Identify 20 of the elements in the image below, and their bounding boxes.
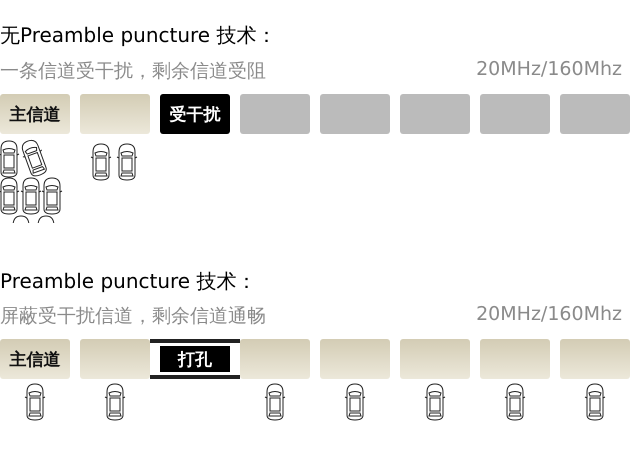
blocked-channel-block: [560, 94, 630, 134]
description-text: 屏蔽受干扰信道，剩余信道通畅: [0, 304, 266, 329]
punctured-channel-block: 打孔: [150, 339, 240, 379]
channel-block: [80, 94, 150, 134]
channel-block: [480, 339, 550, 379]
channel-block: [400, 339, 470, 379]
description-text: 一条信道受干扰，剩余信道受阻: [0, 59, 266, 84]
section-heading: Preamble puncture 技术：: [0, 268, 256, 295]
blocked-channel-block: [320, 94, 390, 134]
bandwidth-label: 20MHz/160Mhz: [476, 303, 622, 325]
section-heading: 无Preamble puncture 技术：: [0, 22, 276, 49]
channel-block: [560, 339, 630, 379]
channel-block: [320, 339, 390, 379]
blocked-channel-block: [480, 94, 550, 134]
interference-channel-block: 受干扰: [160, 94, 230, 134]
channel-block: 主信道: [0, 94, 70, 134]
bandwidth-label: 20MHz/160Mhz: [476, 58, 622, 80]
channel-block: 主信道: [0, 339, 70, 379]
blocked-channel-block: [240, 94, 310, 134]
blocked-channel-block: [400, 94, 470, 134]
